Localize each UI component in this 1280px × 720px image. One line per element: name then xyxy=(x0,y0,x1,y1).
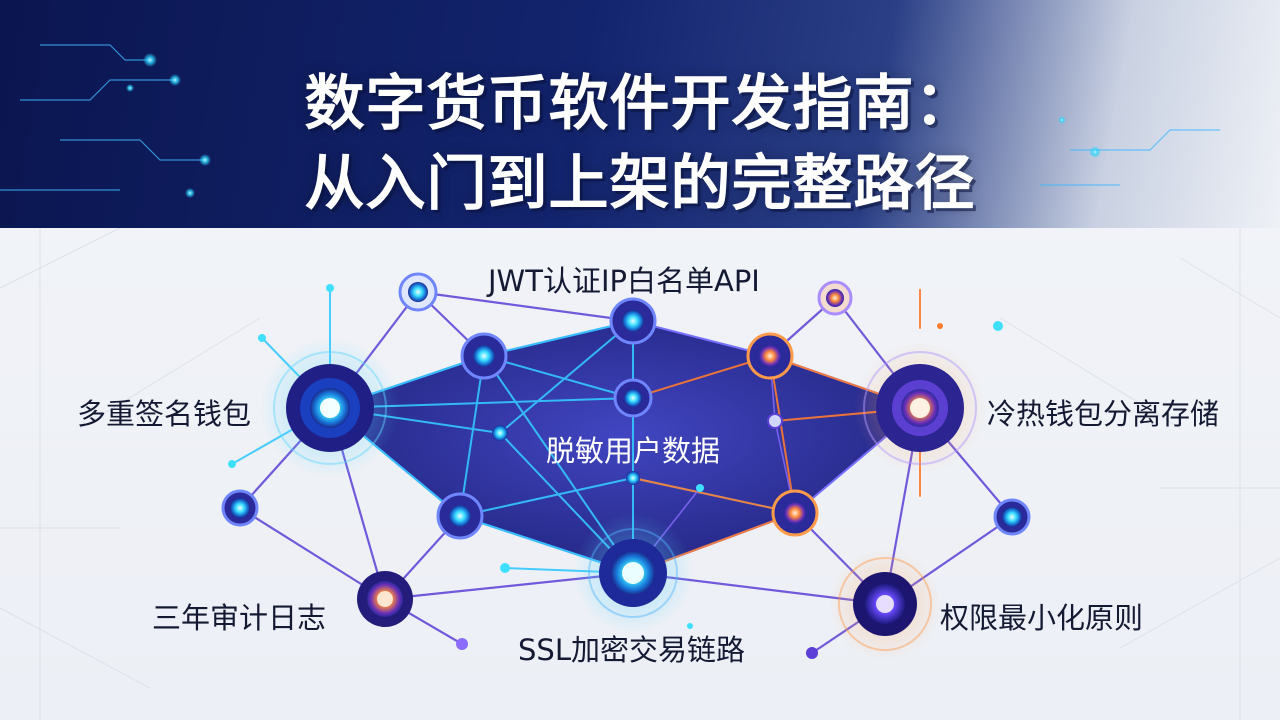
title-banner: 数字货币软件开发指南： 从入门到上架的完整路径 xyxy=(0,0,1280,228)
label-center: 脱敏用户数据 xyxy=(546,434,721,468)
medium-nodes xyxy=(221,272,1031,540)
background-grid xyxy=(0,228,1280,720)
hub-node-left xyxy=(286,364,374,452)
label-bottom-right: 权限最小化原则 xyxy=(940,601,1144,635)
hub-node-bottom-right xyxy=(853,572,917,636)
small-nodes xyxy=(228,284,1003,659)
hub-node-bottom xyxy=(599,539,667,607)
label-bottom-center: SSL加密交易链路 xyxy=(518,633,745,667)
network-diagram xyxy=(0,228,1280,720)
label-left: 多重签名钱包 xyxy=(77,397,252,431)
label-top: JWT认证IP白名单API xyxy=(488,264,760,298)
page-title-line-2: 从入门到上架的完整路径 xyxy=(304,149,976,219)
hub-node-right xyxy=(876,364,964,452)
hub-node-bottom-left xyxy=(357,571,413,627)
circuit-decoration xyxy=(0,44,1220,198)
label-bottom-left: 三年审计日志 xyxy=(152,601,327,635)
label-right: 冷热钱包分离存储 xyxy=(987,397,1220,431)
page-title-line-1: 数字货币软件开发指南： xyxy=(304,69,976,139)
